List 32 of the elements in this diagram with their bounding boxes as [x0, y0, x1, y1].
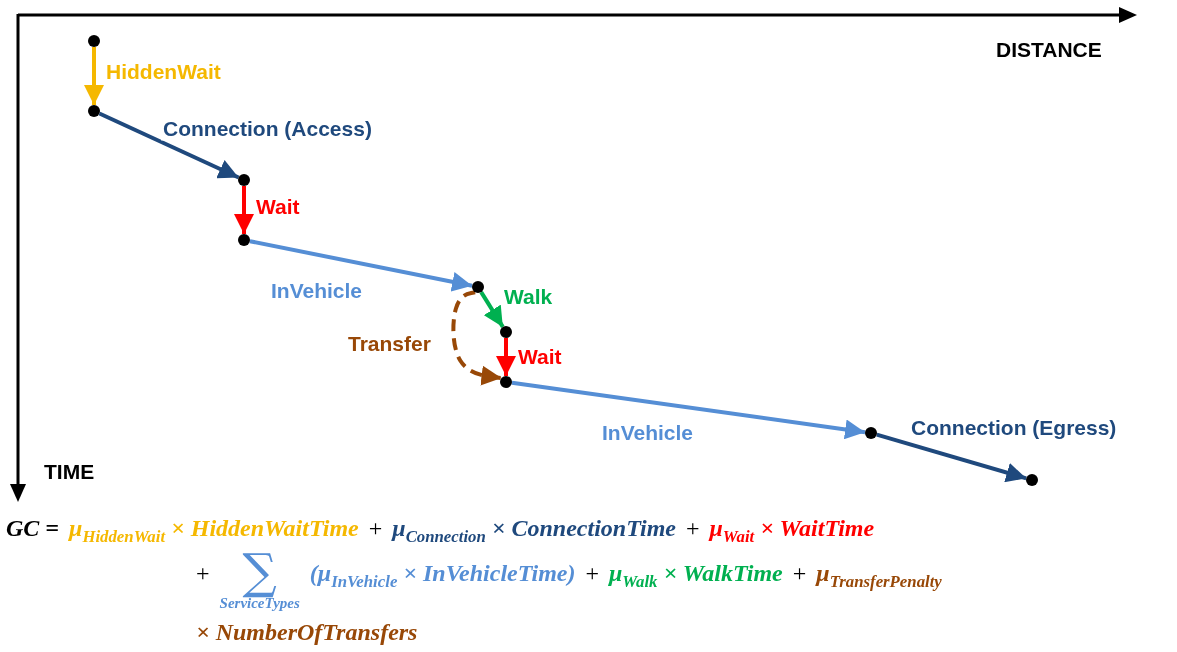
point-dot: [472, 281, 484, 293]
formula-operator: +: [685, 514, 700, 543]
arrow: [98, 111, 240, 180]
dashed-arrow: [451, 290, 502, 386]
formula-term: μ$_{Walk}$ × WalkTime: [609, 559, 783, 588]
point-dot: [1026, 474, 1038, 486]
formula-operator: +: [368, 514, 383, 543]
arrow: [511, 380, 866, 440]
arrow: [234, 186, 254, 234]
arrow: [249, 239, 473, 292]
formula-term: GC =: [6, 514, 59, 543]
point-dot: [88, 35, 100, 47]
point-dot: [238, 234, 250, 246]
formula-term: μ$_{Wait}$ × WaitTime: [709, 514, 875, 543]
arrow: [496, 338, 516, 376]
formula-term: μ$_{Connection}$ × ConnectionTime: [392, 514, 676, 543]
point-dot: [500, 376, 512, 388]
axis-label: DISTANCE: [996, 38, 1102, 62]
arrow: [479, 291, 505, 328]
formula-operator: +: [585, 559, 599, 588]
axis-label: TIME: [44, 460, 95, 484]
point-dot: [865, 427, 877, 439]
formula-operator: +: [792, 559, 807, 588]
formula-operator: +: [196, 559, 210, 588]
arrow: [876, 432, 1027, 483]
point-dot: [500, 326, 512, 338]
formula-term: (μ$_{InVehicle}$ × InVehicleTime): [309, 559, 576, 588]
point-dot: [88, 105, 100, 117]
arrow: [84, 47, 104, 105]
point-dot: [238, 174, 250, 186]
formula-term: × NumberOfTransfers: [196, 618, 418, 647]
formula-term: μ$_{HiddenWait}$ × HiddenWaitTime: [69, 514, 359, 543]
